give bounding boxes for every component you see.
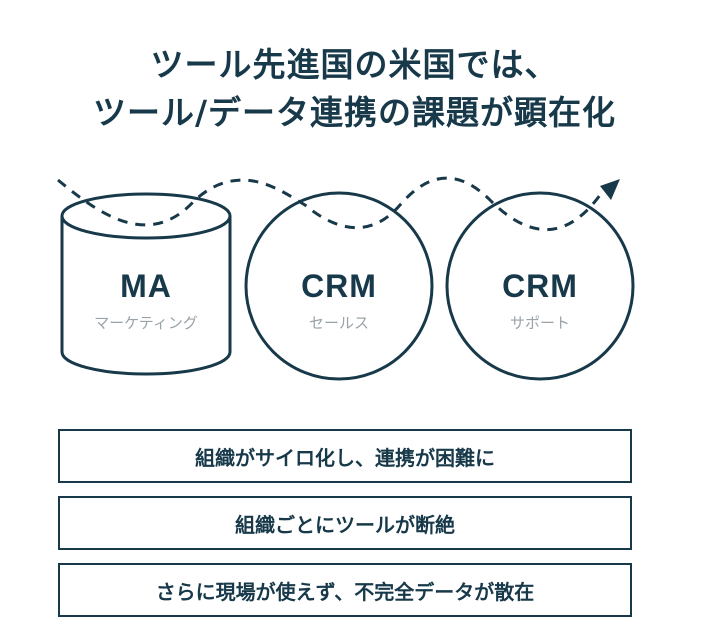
headline-line-1: ツール先進国の米国では、 [150, 45, 559, 84]
tool-1-sub: マーケティング [94, 314, 198, 332]
crm-sales-circle-shape [244, 191, 434, 381]
dashed-flow-line [57, 176, 602, 232]
headline-line-2: ツール/データ連携の課題が顕在化 [92, 93, 617, 132]
tool-2-name: CRM [301, 268, 377, 304]
issue-box-3: さらに現場が使えず、不完全データが散在 [58, 563, 632, 617]
arrowhead-icon [600, 179, 620, 200]
ma-cylinder-shape [60, 192, 232, 376]
issue-box-2: 組織ごとにツールが断絶 [58, 496, 632, 550]
tool-2-sub: セールス [308, 314, 369, 332]
tool-3-sub: サポート [509, 314, 570, 332]
crm-support-circle-shape [445, 191, 635, 381]
tool-1-name: MA [120, 268, 172, 304]
tool-3-name: CRM [502, 268, 578, 304]
issue-box-1: 組織がサイロ化し、連携が困難に [58, 429, 632, 483]
